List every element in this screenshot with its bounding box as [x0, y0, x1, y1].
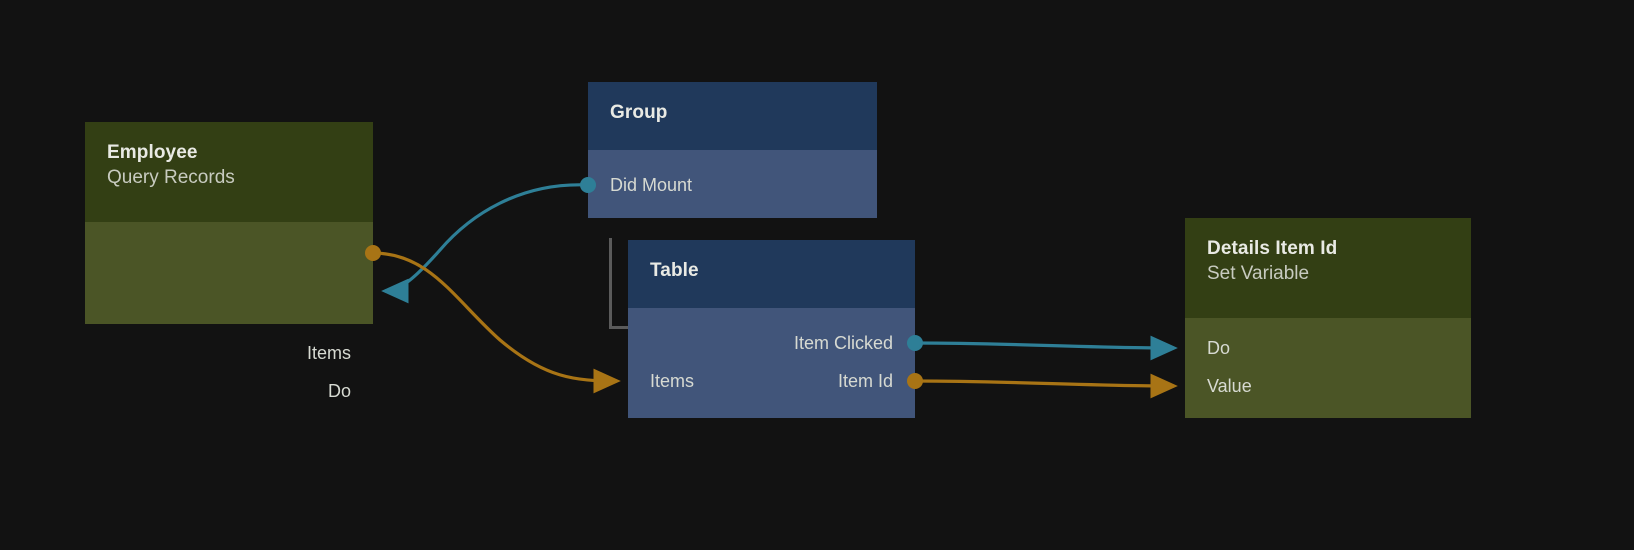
node-table[interactable]: Table Item Clicked Items Item Id — [628, 240, 923, 418]
port-dot-table-item-clicked[interactable] — [907, 335, 923, 351]
port-table-item-clicked[interactable]: Item Clicked — [793, 333, 893, 353]
node-table-title: Table — [650, 260, 699, 281]
node-details-item-id[interactable]: Details Item Id Set Variable Do Value — [1185, 218, 1471, 418]
wire-table-itemid-to-details-value — [914, 373, 1178, 399]
node-details-item-id-title: Details Item Id — [1207, 238, 1338, 259]
port-employee-items[interactable]: Items — [306, 343, 351, 363]
port-employee-do[interactable]: Do — [327, 381, 351, 401]
node-group-title: Group — [610, 102, 668, 123]
port-details-value[interactable]: Value — [1207, 376, 1252, 396]
wire-table-itemclicked-to-details-do — [914, 335, 1178, 361]
port-dot-group-did-mount[interactable] — [580, 177, 596, 193]
node-employee-header: Employee Query Records — [85, 122, 373, 222]
port-table-item-id[interactable]: Item Id — [837, 371, 893, 391]
wire-employee-items-to-table-items — [372, 251, 621, 394]
port-group-did-mount[interactable]: Did Mount — [610, 175, 693, 195]
node-details-item-id-body: Do Value — [1185, 318, 1471, 418]
node-employee-body: Items Do — [85, 222, 373, 401]
node-table-header: Table — [628, 240, 915, 308]
node-group-body: Did Mount — [588, 150, 877, 218]
node-group[interactable]: Group Did Mount — [580, 82, 877, 218]
port-dot-employee-items[interactable] — [365, 245, 381, 261]
port-details-do[interactable]: Do — [1207, 338, 1231, 358]
wire-group-didmount-to-employee-do — [381, 183, 589, 304]
node-details-item-id-subtitle: Set Variable — [1207, 263, 1310, 284]
port-table-items[interactable]: Items — [650, 371, 695, 391]
node-employee-title: Employee — [107, 142, 198, 163]
node-employee[interactable]: Employee Query Records Items Do — [85, 122, 381, 401]
node-table-body: Item Clicked Items Item Id — [628, 308, 915, 418]
port-dot-table-item-id[interactable] — [907, 373, 923, 389]
node-details-item-id-header: Details Item Id Set Variable — [1185, 218, 1471, 318]
node-group-header: Group — [588, 82, 877, 150]
node-employee-subtitle: Query Records — [107, 167, 235, 188]
